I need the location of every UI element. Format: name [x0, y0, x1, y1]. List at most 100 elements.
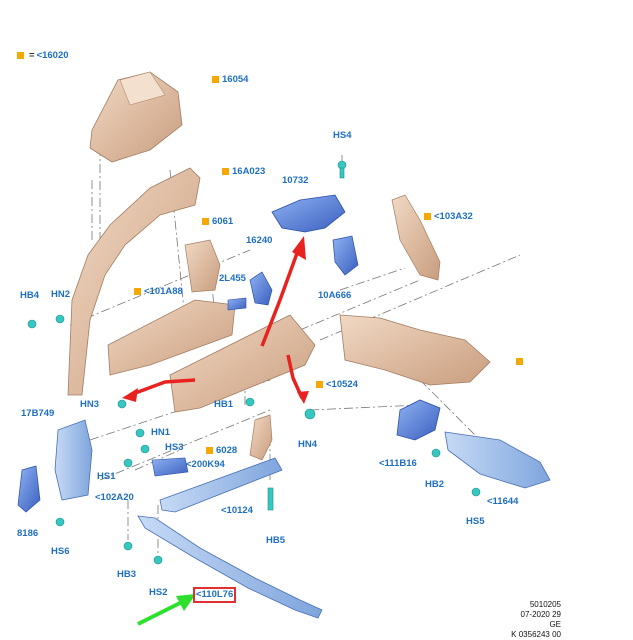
part-label-hs1[interactable]: HS1 — [97, 472, 115, 482]
part-label-text: HB3 — [117, 569, 137, 580]
part-label-hb4[interactable]: HB4 — [20, 291, 39, 301]
marker-square-icon — [424, 213, 431, 220]
part-label-hb5[interactable]: HB5 — [266, 536, 285, 546]
part-label-10732[interactable]: 10732 — [282, 176, 308, 186]
marker-square-icon — [134, 288, 141, 295]
marker-square-icon — [222, 168, 229, 175]
part-right-apron — [339, 314, 491, 386]
part-200K94 — [151, 457, 189, 477]
fastener-hn4 — [304, 408, 316, 420]
part-label-text: HN2 — [51, 289, 71, 300]
red-arrows — [129, 244, 304, 399]
part-label-6028[interactable]: 6028 — [206, 446, 237, 456]
part-6028 — [249, 414, 273, 461]
part-label-text: <110L76 — [196, 589, 234, 600]
part-label-blank-marker[interactable] — [516, 357, 526, 367]
marker-square-icon — [516, 358, 523, 365]
fastener-hb1 — [245, 397, 255, 407]
part-label-hs5[interactable]: HS5 — [466, 517, 484, 527]
legend-text: <16020 — [36, 50, 69, 61]
red-arrow-head-1 — [292, 236, 306, 260]
part-label-101a88[interactable]: <101A88 — [134, 287, 183, 297]
part-101A88 — [107, 299, 236, 376]
part-label-text: 8186 — [17, 528, 39, 539]
fastener-hs2 — [153, 555, 163, 565]
part-label-hs3[interactable]: HS3 — [165, 443, 183, 453]
part-label-text: HS2 — [149, 587, 168, 598]
part-label-102a20[interactable]: <102A20 — [95, 493, 134, 503]
part-label-text: 10A666 — [318, 290, 352, 301]
part-label-hb1[interactable]: HB1 — [214, 400, 233, 410]
red-arrow-head-2 — [122, 388, 138, 402]
part-label-text: HB1 — [214, 399, 234, 410]
legend-separator: = — [29, 50, 35, 61]
part-6061 — [184, 239, 221, 293]
part-label-103a32[interactable]: <103A32 — [424, 212, 473, 222]
fastener-hb5 — [267, 487, 274, 511]
legend-marker-icon — [17, 52, 24, 59]
part-label-text: <103A32 — [434, 211, 473, 222]
part-label-text: <10524 — [326, 379, 358, 390]
part-11644 — [444, 431, 551, 489]
part-label-hb3[interactable]: HB3 — [117, 570, 136, 580]
part-label-text: <200K94 — [186, 459, 225, 470]
part-label-text: 17B749 — [21, 408, 55, 419]
part-10124 — [159, 457, 283, 513]
part-label-6061[interactable]: 6061 — [202, 217, 233, 227]
part-label-text: <101A88 — [144, 286, 183, 297]
fastener-hs5 — [471, 487, 481, 497]
part-label-16240[interactable]: 16240 — [246, 236, 272, 246]
part-label-hn4[interactable]: HN4 — [298, 440, 317, 450]
part-label-8186[interactable]: 8186 — [17, 529, 38, 539]
part-label-16054[interactable]: 16054 — [212, 75, 248, 85]
footer-block: 5010205 07-2020 29 GE K 0356243 00 — [511, 600, 561, 640]
part-label-text: HS1 — [97, 471, 116, 482]
part-label-hs6[interactable]: HS6 — [51, 547, 69, 557]
part-label-text: 2L455 — [219, 273, 246, 284]
fastener-hn1 — [135, 428, 145, 438]
part-label-text: 16A023 — [232, 166, 266, 177]
part-label-110l76[interactable]: <110L76 — [192, 587, 237, 603]
part-side-member — [169, 314, 316, 413]
fastener-hs3 — [140, 444, 150, 454]
part-label-2l455[interactable]: 2L455 — [219, 274, 246, 284]
legend: =<16020 — [17, 50, 69, 61]
fastener-hn3 — [117, 399, 127, 409]
part-label-hs2[interactable]: HS2 — [149, 588, 167, 598]
part-label-10a666[interactable]: 10A666 — [318, 291, 351, 301]
part-label-hn2[interactable]: HN2 — [51, 290, 70, 300]
part-label-hs4[interactable]: HS4 — [333, 131, 351, 141]
part-110L76 — [137, 515, 323, 619]
part-label-11644[interactable]: <11644 — [487, 497, 518, 507]
part-103A32 — [391, 194, 441, 281]
part-label-text: HS5 — [466, 516, 485, 527]
part-2L455 — [227, 297, 247, 311]
part-label-text: 6061 — [212, 216, 234, 227]
part-label-hn1[interactable]: HN1 — [151, 428, 170, 438]
part-label-text: HS4 — [333, 130, 352, 141]
part-label-text: HN3 — [80, 399, 100, 410]
part-label-200k94[interactable]: <200K94 — [186, 460, 225, 470]
part-label-17b749[interactable]: 17B749 — [21, 409, 54, 419]
part-label-hn3[interactable]: HN3 — [80, 400, 99, 410]
part-label-text: <11644 — [487, 496, 519, 507]
part-10A666 — [332, 235, 359, 276]
part-label-hb2[interactable]: HB2 — [425, 480, 444, 490]
marker-square-icon — [316, 381, 323, 388]
fastener-hn2 — [55, 314, 65, 324]
footer-line-2: 07-2020 29 — [520, 610, 561, 619]
fastener-hb2 — [431, 448, 441, 458]
fastener-hs1 — [123, 458, 133, 468]
green-arrow — [137, 594, 196, 626]
part-label-111b16[interactable]: <111B16 — [379, 459, 417, 469]
part-111B16 — [396, 399, 441, 441]
part-label-text: HS3 — [165, 442, 184, 453]
part-label-text: HB5 — [266, 535, 286, 546]
part-label-10124[interactable]: <10124 — [221, 506, 253, 516]
part-16054 — [89, 71, 183, 163]
part-16A023 — [67, 167, 201, 396]
part-label-10524[interactable]: <10524 — [316, 380, 358, 390]
part-label-16a023[interactable]: 16A023 — [222, 167, 265, 177]
